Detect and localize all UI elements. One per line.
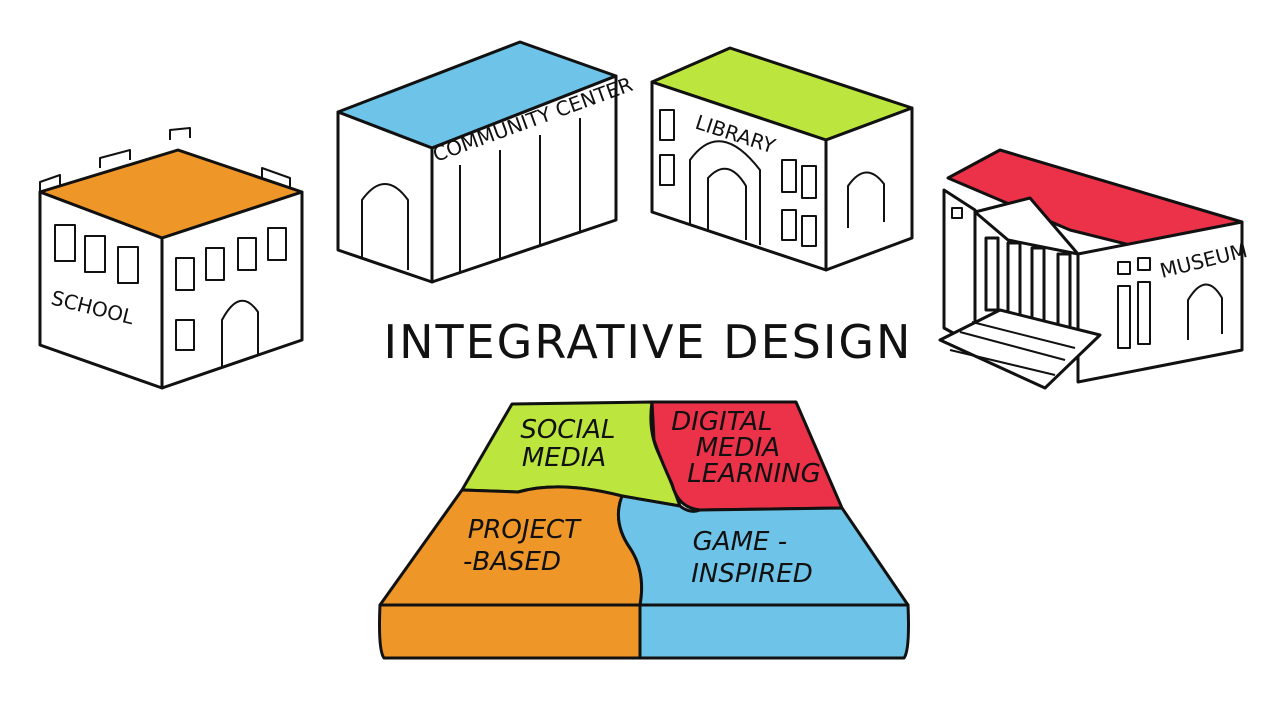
museum-building: MUSEUM xyxy=(940,150,1250,388)
community-center-building: COMMUNITY CENTER xyxy=(338,42,636,282)
piece-project-based xyxy=(380,487,642,605)
puzzle-base-orange xyxy=(380,605,641,658)
library-building: LIBRARY xyxy=(652,48,912,270)
puzzle-base-blue xyxy=(640,605,909,658)
school-building: SCHOOL xyxy=(40,128,302,388)
diagram-title: INTEGRATIVE DESIGN xyxy=(384,315,913,369)
learning-puzzle: SOCIAL MEDIA DIGITAL MEDIA LEARNING PROJ… xyxy=(380,402,909,658)
